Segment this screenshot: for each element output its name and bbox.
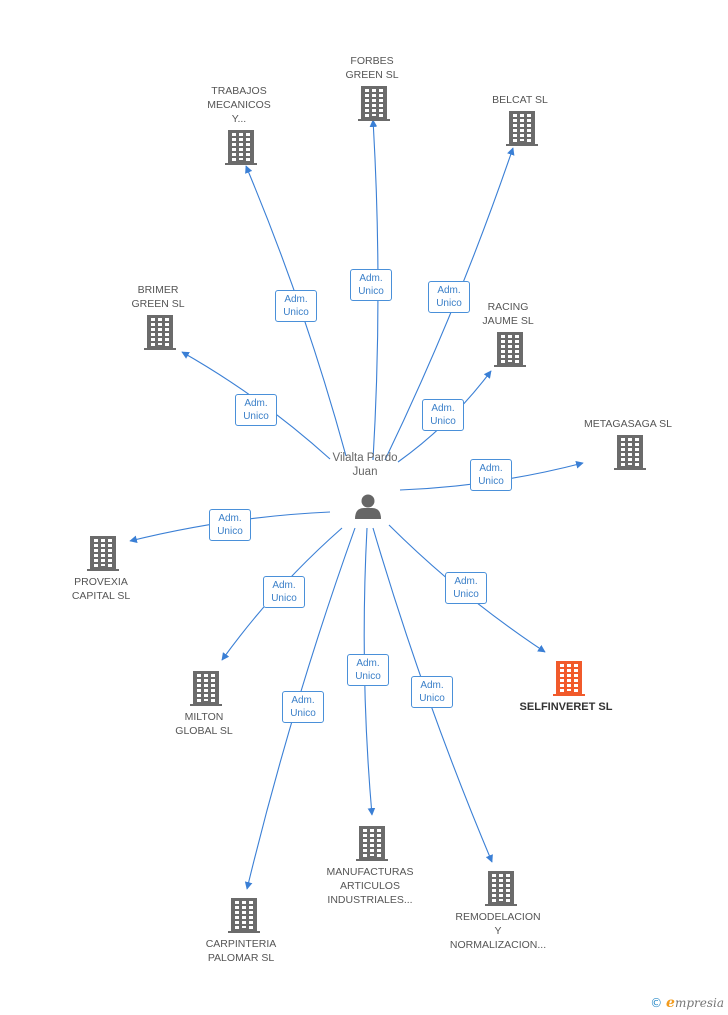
- empresia-logo: © empresia: [650, 995, 724, 1011]
- company-name-manufacturas[interactable]: MANUFACTURAS ARTICULOS INDUSTRIALES...: [326, 866, 414, 906]
- building-icon-brimer[interactable]: [144, 315, 176, 350]
- building-icon-milton[interactable]: [190, 671, 222, 706]
- building-icon-metagasaga[interactable]: [614, 435, 646, 470]
- edge-label-milton[interactable]: Adm. Unico: [263, 576, 305, 608]
- person-icon[interactable]: [355, 494, 381, 520]
- edge-label-metagasaga[interactable]: Adm. Unico: [470, 459, 512, 491]
- edge-label-manufacturas[interactable]: Adm. Unico: [347, 654, 389, 686]
- company-name-remodelacion[interactable]: REMODELACION Y NORMALIZACION...: [449, 911, 547, 951]
- building-icon-racing[interactable]: [494, 332, 526, 367]
- edge-label-forbes[interactable]: Adm. Unico: [350, 269, 392, 301]
- company-name-metagasaga[interactable]: METAGASAGA SL: [584, 418, 672, 430]
- building-icon-manufacturas[interactable]: [356, 826, 388, 861]
- edge-label-racing[interactable]: Adm. Unico: [422, 399, 464, 431]
- company-name-brimer[interactable]: BRIMER GREEN SL: [131, 284, 185, 310]
- edge-label-trabajos[interactable]: Adm. Unico: [275, 290, 317, 322]
- edge-label-carpinteria[interactable]: Adm. Unico: [282, 691, 324, 723]
- person-name[interactable]: Vilalta Pardo Juan: [332, 452, 398, 478]
- company-name-milton[interactable]: MILTON GLOBAL SL: [175, 711, 233, 737]
- company-name-racing[interactable]: RACING JAUME SL: [482, 301, 534, 327]
- building-icon-trabajos[interactable]: [225, 130, 257, 165]
- building-icon-selfinveret[interactable]: [553, 661, 585, 696]
- edge-label-belcat[interactable]: Adm. Unico: [428, 281, 470, 313]
- edge-label-brimer[interactable]: Adm. Unico: [235, 394, 277, 426]
- edge-label-remodelacion[interactable]: Adm. Unico: [411, 676, 453, 708]
- company-name-trabajos[interactable]: TRABAJOS MECANICOS Y...: [207, 85, 271, 125]
- company-name-selfinveret[interactable]: SELFINVERET SL: [519, 701, 613, 713]
- building-icon-remodelacion[interactable]: [485, 871, 517, 906]
- company-name-forbes[interactable]: FORBES GREEN SL: [345, 55, 399, 81]
- edge-label-selfinveret[interactable]: Adm. Unico: [445, 572, 487, 604]
- building-icon-provexia[interactable]: [87, 536, 119, 571]
- building-icon-belcat[interactable]: [506, 111, 538, 146]
- company-name-belcat[interactable]: BELCAT SL: [492, 94, 548, 106]
- edge-label-provexia[interactable]: Adm. Unico: [209, 509, 251, 541]
- company-name-provexia[interactable]: PROVEXIA CAPITAL SL: [71, 576, 131, 602]
- building-icon-forbes[interactable]: [358, 86, 390, 121]
- building-icon-carpinteria[interactable]: [228, 898, 260, 933]
- company-name-carpinteria[interactable]: CARPINTERIA PALOMAR SL: [205, 938, 277, 964]
